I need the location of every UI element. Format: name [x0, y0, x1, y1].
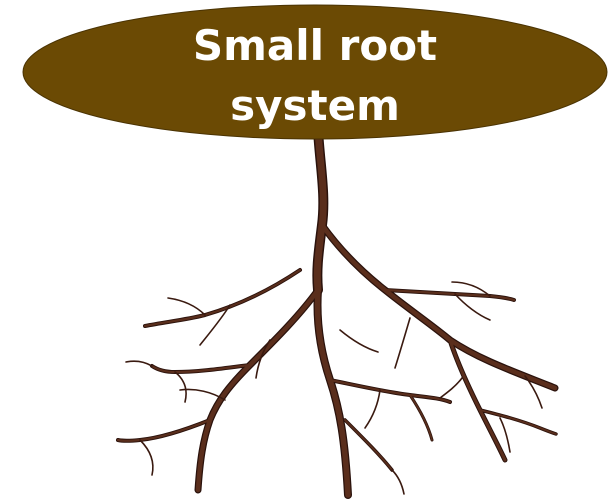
rootlet: [175, 372, 186, 402]
label-line-2: system: [90, 76, 540, 136]
rootlet: [140, 440, 153, 475]
left-branch-bottom: [118, 420, 210, 441]
rootlet: [455, 294, 490, 320]
rootlet: [365, 390, 380, 428]
rootlet: [126, 361, 152, 366]
left-major-root: [198, 290, 318, 490]
rootlet: [340, 330, 378, 352]
right-mid-branch: [410, 395, 432, 440]
rootlet: [395, 318, 410, 368]
rootlet: [500, 418, 510, 452]
rootlet: [392, 470, 404, 494]
root-network: [118, 130, 556, 495]
rootlet: [168, 298, 205, 315]
rootlet: [440, 378, 462, 398]
label-line-1: Small root: [90, 16, 540, 76]
diagram-label: Small root system: [90, 16, 540, 136]
right-major-root: [322, 225, 555, 388]
